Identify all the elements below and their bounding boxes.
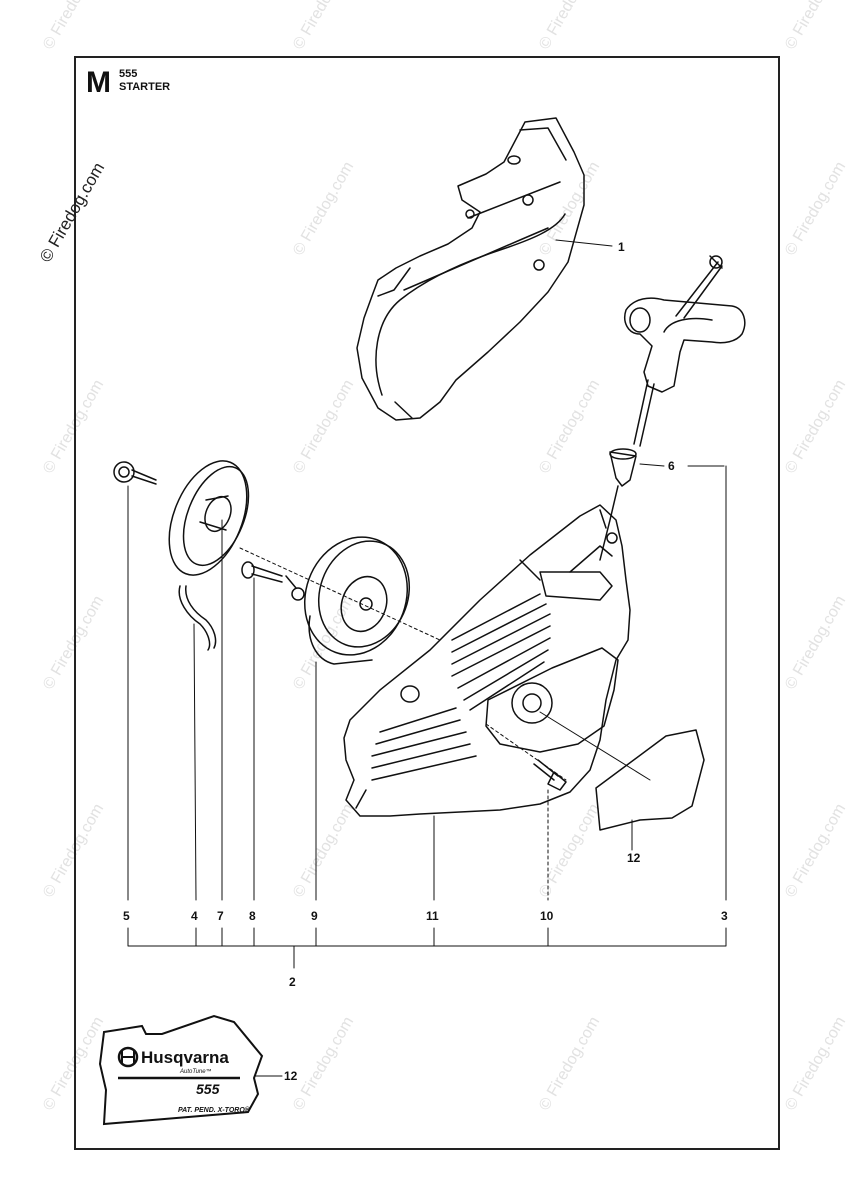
- part-screw-5: [113, 461, 157, 485]
- callout-12-decal: 12: [284, 1069, 298, 1083]
- callout-1: 1: [618, 240, 625, 254]
- decal-brand: Husqvarna: [141, 1048, 229, 1067]
- decal-autotune: AutoTune™: [179, 1068, 212, 1075]
- section-title: STARTER: [119, 81, 171, 93]
- callout-9: 9: [311, 909, 318, 923]
- part-pulley: [168, 460, 250, 651]
- callout-12: 12: [627, 851, 641, 865]
- part-cord-guide: [599, 448, 637, 561]
- callout-11: 11: [426, 909, 439, 923]
- part-spring-cassette: [285, 536, 411, 665]
- callout-10: 10: [540, 909, 554, 923]
- callout-2: 2: [289, 975, 296, 989]
- part-starter-housing: [343, 504, 631, 817]
- callout-5: 5: [123, 909, 130, 923]
- callout-8: 8: [249, 909, 256, 923]
- decal-footer: PAT. PEND. X-TORQ®: [178, 1106, 251, 1114]
- callout-6: 6: [668, 459, 675, 473]
- callout-4: 4: [191, 909, 198, 923]
- part-screw-8: [241, 561, 283, 583]
- part-starter-handle: [624, 255, 746, 447]
- diagram-frame: [74, 56, 780, 1150]
- callout-3: 3: [721, 909, 728, 923]
- part-decal: [595, 729, 705, 831]
- part-screw-10: [533, 759, 567, 791]
- part-housing-cover: [356, 117, 585, 421]
- leader-lines: [127, 239, 727, 1077]
- callout-7: 7: [217, 909, 224, 923]
- section-letter: M: [86, 66, 111, 99]
- section-model: 555: [119, 68, 138, 80]
- husqvarna-logo-icon: [117, 1046, 139, 1068]
- decal-model: 555: [196, 1081, 220, 1097]
- decal-illustration: Husqvarna AutoTune™ 555 PAT. PEND. X-TOR…: [98, 1014, 264, 1126]
